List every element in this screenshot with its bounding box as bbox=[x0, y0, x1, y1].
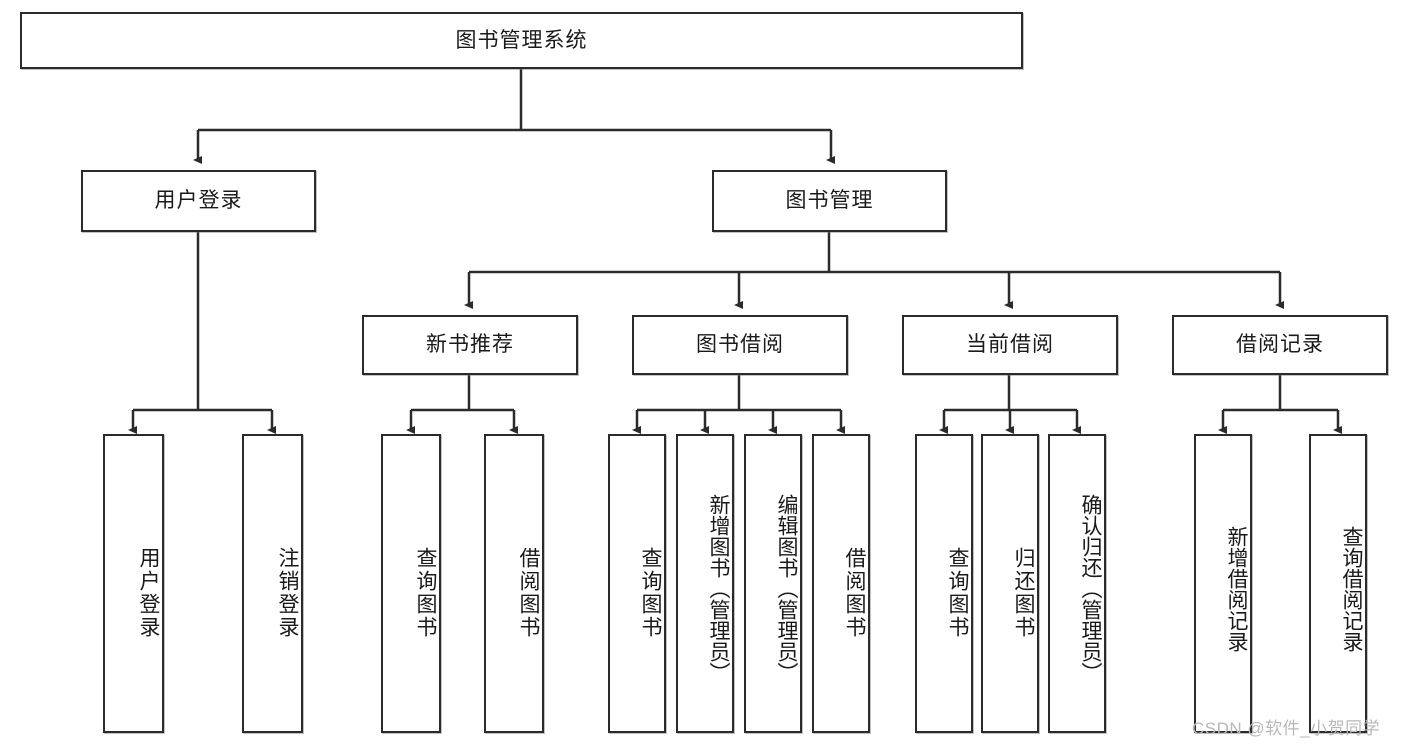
node-label: 查询图书 bbox=[946, 546, 969, 639]
node-current-borrow[interactable]: 当前借阅 bbox=[902, 315, 1118, 375]
node-label: 查询借阅记录 bbox=[1340, 525, 1363, 652]
node-label: 图书管理 bbox=[785, 189, 874, 213]
leaf-add-borrow-record[interactable]: 新增借阅记录 bbox=[1194, 434, 1252, 733]
leaf-borrow-book-2[interactable]: 借阅图书 bbox=[812, 434, 870, 733]
node-label: 图书借阅 bbox=[696, 333, 784, 357]
node-label: 注销登录 bbox=[276, 546, 299, 639]
leaf-query-book-2[interactable]: 查询图书 bbox=[608, 434, 666, 733]
node-new-book-recommend[interactable]: 新书推荐 bbox=[362, 315, 578, 375]
node-root-system[interactable]: 图书管理系统 bbox=[20, 12, 1023, 69]
leaf-add-book[interactable]: 新增图书（管理员） bbox=[676, 434, 734, 733]
node-label: 用户登录 bbox=[137, 546, 160, 639]
csdn-watermark: CSDN @软件_小贺同学 bbox=[1192, 719, 1381, 738]
node-label: 借阅图书 bbox=[517, 546, 540, 639]
node-label: 用户登录 bbox=[154, 189, 243, 213]
node-label: 查询图书 bbox=[414, 546, 437, 639]
node-label: 当前借阅 bbox=[966, 333, 1054, 357]
leaf-query-book-3[interactable]: 查询图书 bbox=[915, 434, 973, 733]
node-label: 新增图书（管理员） bbox=[707, 494, 730, 683]
node-label: 新书推荐 bbox=[426, 333, 514, 357]
node-label: 借阅图书 bbox=[843, 546, 866, 639]
leaf-edit-book[interactable]: 编辑图书（管理员） bbox=[744, 434, 802, 733]
leaf-confirm-return[interactable]: 确认归还（管理员） bbox=[1048, 434, 1106, 733]
leaf-logout-login[interactable]: 注销登录 bbox=[242, 434, 303, 733]
node-label: 借阅记录 bbox=[1236, 333, 1324, 357]
node-label: 查询图书 bbox=[639, 546, 662, 639]
node-label: 确认归还（管理员） bbox=[1079, 494, 1102, 683]
node-user-login[interactable]: 用户登录 bbox=[81, 170, 316, 232]
leaf-user-login[interactable]: 用户登录 bbox=[103, 434, 164, 733]
node-label: 归还图书 bbox=[1012, 546, 1035, 639]
leaf-return-book[interactable]: 归还图书 bbox=[981, 434, 1039, 733]
leaf-borrow-book-1[interactable]: 借阅图书 bbox=[484, 434, 544, 733]
leaf-query-borrow-record[interactable]: 查询借阅记录 bbox=[1309, 434, 1367, 733]
node-borrow-record[interactable]: 借阅记录 bbox=[1172, 315, 1388, 375]
node-label: 编辑图书（管理员） bbox=[775, 494, 798, 683]
node-label: 新增借阅记录 bbox=[1225, 525, 1248, 652]
node-label: 图书管理系统 bbox=[455, 28, 588, 52]
node-book-borrow[interactable]: 图书借阅 bbox=[632, 315, 848, 375]
node-book-management[interactable]: 图书管理 bbox=[712, 170, 947, 232]
leaf-query-book-1[interactable]: 查询图书 bbox=[381, 434, 441, 733]
